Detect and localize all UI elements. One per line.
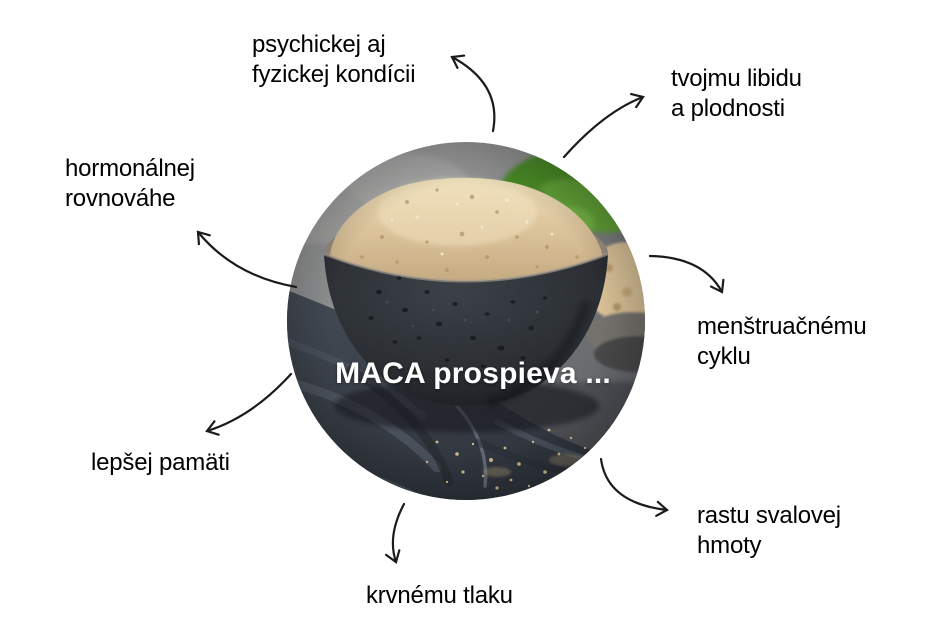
benefit-line: tvojmu libidu — [671, 65, 802, 92]
maca-photo-scene — [287, 142, 645, 500]
benefit-label-blood-pressure: krvnému tlaku — [366, 581, 513, 611]
benefit-line: lepšej pamäti — [91, 449, 230, 476]
center-title: MACA prospieva ... — [335, 357, 611, 390]
benefit-line: a plodnosti — [671, 94, 785, 122]
benefit-line: fyzickej kondícii — [252, 60, 416, 88]
curved-arrow-up-right-icon — [562, 92, 645, 159]
benefit-label-hormonal-balance: hormonálnej rovnováhe — [65, 154, 195, 213]
curved-arrow-right-icon — [599, 457, 669, 517]
benefit-line: menštruačnému — [697, 313, 867, 340]
curved-arrow-down-icon — [385, 502, 406, 564]
curved-arrow-down-right-icon — [648, 254, 725, 294]
benefit-line: psychickej aj — [252, 31, 386, 58]
benefit-line: cyklu — [697, 342, 751, 370]
benefit-line: hmoty — [697, 531, 762, 559]
benefit-line: rovnováhe — [65, 184, 176, 212]
benefit-line: krvnému tlaku — [366, 582, 513, 609]
benefit-label-memory: lepšej pamäti — [91, 448, 230, 478]
curved-arrow-up-left-icon — [450, 54, 496, 133]
benefit-label-menstrual-cycle: menštruačnému cyklu — [697, 312, 867, 371]
benefit-line: hormonálnej — [65, 155, 195, 182]
vignette — [287, 142, 645, 500]
curved-arrow-left-icon — [196, 230, 298, 289]
benefit-label-muscle-growth: rastu svalovej hmoty — [697, 501, 841, 560]
benefit-label-condition: psychickej aj fyzickej kondícii — [252, 30, 416, 89]
benefit-label-libido: tvojmu libidu a plodnosti — [671, 64, 802, 123]
curved-arrow-down-left-icon — [205, 372, 293, 436]
maca-photo: MACA prospieva ... — [287, 142, 645, 500]
benefit-line: rastu svalovej — [697, 502, 841, 529]
